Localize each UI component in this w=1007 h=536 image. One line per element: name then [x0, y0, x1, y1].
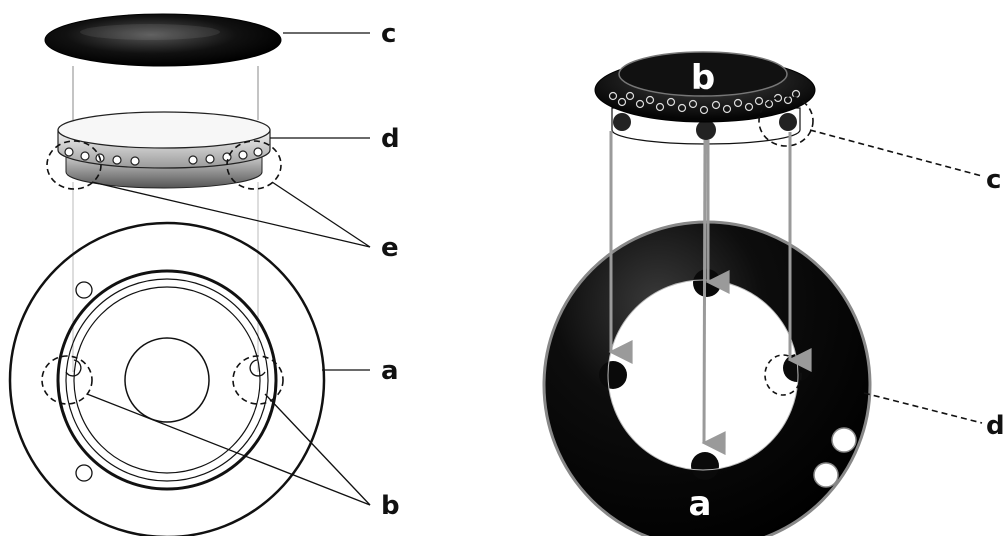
label-c: c	[381, 19, 396, 49]
burner-cap	[45, 14, 281, 66]
left-diagram: c d e a b	[10, 14, 400, 536]
burner-base	[10, 223, 324, 536]
label-d: d	[986, 411, 1005, 441]
right-diagram: b a c d	[544, 52, 1005, 536]
label-a: a	[689, 484, 712, 524]
label-c: c	[986, 165, 1001, 195]
burner-head	[58, 112, 270, 188]
label-b: b	[691, 58, 715, 98]
leader-lines	[87, 33, 370, 505]
label-d: d	[381, 124, 400, 154]
label-e: e	[381, 233, 399, 263]
label-a: a	[381, 356, 399, 386]
label-b: b	[381, 491, 400, 521]
